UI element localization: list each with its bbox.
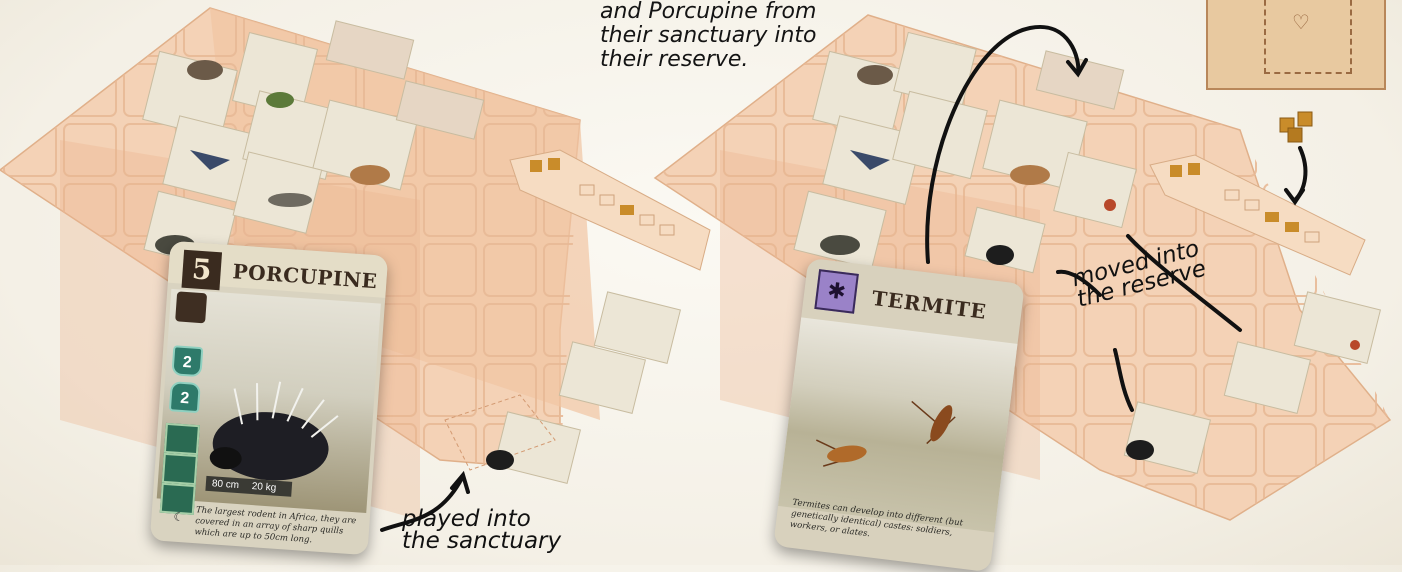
grass-icon xyxy=(164,423,200,455)
insect-icon: ✱ xyxy=(814,269,859,314)
played-line-1: played into xyxy=(402,508,561,530)
played-annotation: played into the sanctuary xyxy=(402,508,561,552)
moon-icon: ☾ xyxy=(173,510,185,525)
termite-card: ✱ TERMITE Termites can develop into diff… xyxy=(773,258,1025,572)
card-description: The largest rodent in Africa, they are c… xyxy=(194,505,360,549)
top-caption: and Porcupine from their sanctuary into … xyxy=(600,0,860,72)
caption-line-3: their reserve. xyxy=(600,48,860,72)
weight-stat: 20 kg xyxy=(251,481,276,494)
points-shield-lower: 2 xyxy=(169,381,201,413)
tree-icon xyxy=(162,453,198,485)
cost-badge: 5 xyxy=(181,250,222,291)
reserve-frame-card: ♡ xyxy=(1206,0,1386,90)
played-line-2: the sanctuary xyxy=(402,530,561,552)
caption-line-2: their sanctuary into xyxy=(600,24,860,48)
size-stat: 80 cm xyxy=(211,478,239,491)
card-name: TERMITE xyxy=(871,286,988,324)
cube-stack xyxy=(1280,112,1312,142)
caption-line-1: and Porcupine from xyxy=(600,0,860,24)
hand-heart-icon: ♡ xyxy=(1292,10,1310,35)
porcupine-card: 5 PORCUPINE 2 2 80 cm 20 kg ☾ The larges… xyxy=(150,241,388,555)
habitat-icon xyxy=(175,291,207,323)
points-shield-upper: 2 xyxy=(171,345,203,377)
